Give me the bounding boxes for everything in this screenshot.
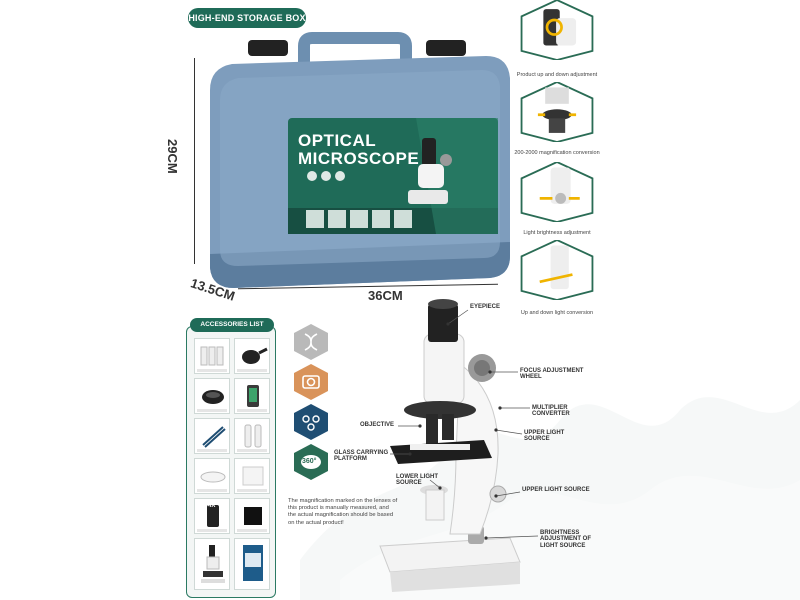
accessory-vials bbox=[234, 418, 270, 454]
feature-thumb-3 bbox=[520, 162, 594, 222]
case-latch-right bbox=[426, 40, 466, 56]
callout-upper-light-2: UPPER LIGHT SOURCE bbox=[522, 487, 590, 493]
dna-icon bbox=[294, 324, 328, 360]
height-dimension: 29CM bbox=[165, 139, 180, 174]
callout-multiplier: MULTIPLIER CONVERTER bbox=[532, 405, 570, 418]
callout-lower-light: LOWER LIGHT SOURCE bbox=[396, 474, 438, 487]
feature-caption-2: 200-2000 magnification conversion bbox=[514, 150, 600, 156]
case-latch-left bbox=[248, 40, 288, 56]
accessory-black-slide bbox=[234, 498, 270, 534]
accessory-phone-holder bbox=[234, 378, 270, 414]
callout-objective: OBJECTIVE bbox=[360, 422, 395, 428]
microscope-illustration bbox=[379, 299, 521, 592]
callout-eyepiece: EYEPIECE bbox=[470, 304, 501, 310]
rotate-360-icon bbox=[294, 444, 328, 480]
storage-box-badge: HIGH-END STORAGE BOX bbox=[188, 8, 306, 28]
accessory-cover-slips bbox=[234, 458, 270, 494]
feature-caption-3: Light brightness adjustment bbox=[523, 230, 591, 236]
accessory-eyecup bbox=[194, 378, 230, 414]
rotate-360-label: 360° bbox=[302, 458, 317, 465]
accessory-eyepiece-4x bbox=[194, 498, 230, 534]
accessory-mini-microscope bbox=[194, 538, 230, 590]
accessory-tweezers bbox=[194, 418, 230, 454]
accessories-title: ACCESSORIES LIST bbox=[190, 318, 274, 332]
accessory-slides bbox=[194, 338, 230, 374]
feature-thumb-4 bbox=[520, 240, 594, 300]
feature-thumb-2 bbox=[520, 82, 594, 142]
callout-brightness: BRIGHTNESS ADJUSTMENT OF LIGHT SOURCE bbox=[540, 530, 591, 549]
storage-case bbox=[210, 32, 510, 288]
width-dimension: 36CM bbox=[368, 288, 403, 303]
accessory-manual bbox=[234, 538, 270, 590]
feature-caption-1: Product up and down adjustment bbox=[516, 72, 598, 78]
case-title-line1: OPTICAL bbox=[298, 131, 377, 150]
camera-icon bbox=[294, 364, 328, 400]
callout-upper-light-1: UPPER LIGHT SOURCE bbox=[524, 430, 565, 443]
eyepiece-magnification-label: 4X bbox=[208, 503, 216, 509]
callout-focus-wheel: FOCUS ADJUSTMENT WHEEL bbox=[520, 368, 584, 381]
feature-thumb-1 bbox=[520, 0, 594, 60]
case-title-line2: MICROSCOPE bbox=[298, 149, 420, 168]
height-dimension-line bbox=[194, 58, 195, 264]
accessory-petri-dish bbox=[194, 458, 230, 494]
magnification-note: The magnification marked on the lenses o… bbox=[288, 498, 398, 526]
callout-leader-lines bbox=[390, 309, 539, 540]
molecule-icon bbox=[294, 404, 328, 440]
accessory-blower bbox=[234, 338, 270, 374]
feature-caption-4: Up and down light conversion bbox=[520, 310, 594, 316]
callout-platform: GLASS CARRYING PLATFORM bbox=[334, 450, 389, 463]
